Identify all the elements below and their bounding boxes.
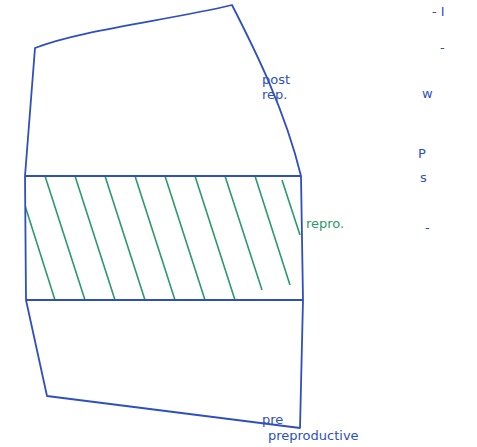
band-label: - I (432, 4, 445, 19)
band-label: - (440, 40, 445, 55)
band-label: s (420, 170, 427, 185)
band-label: w (422, 86, 433, 101)
hatching (20, 176, 300, 300)
band-label: pre (262, 412, 283, 427)
band-label: repro. (306, 216, 344, 231)
band-label: P (418, 146, 426, 161)
pyramid-outline (25, 5, 303, 428)
band-label: preproductive (268, 428, 359, 443)
band-label: - (425, 220, 430, 235)
band-label: post rep. (262, 72, 306, 102)
